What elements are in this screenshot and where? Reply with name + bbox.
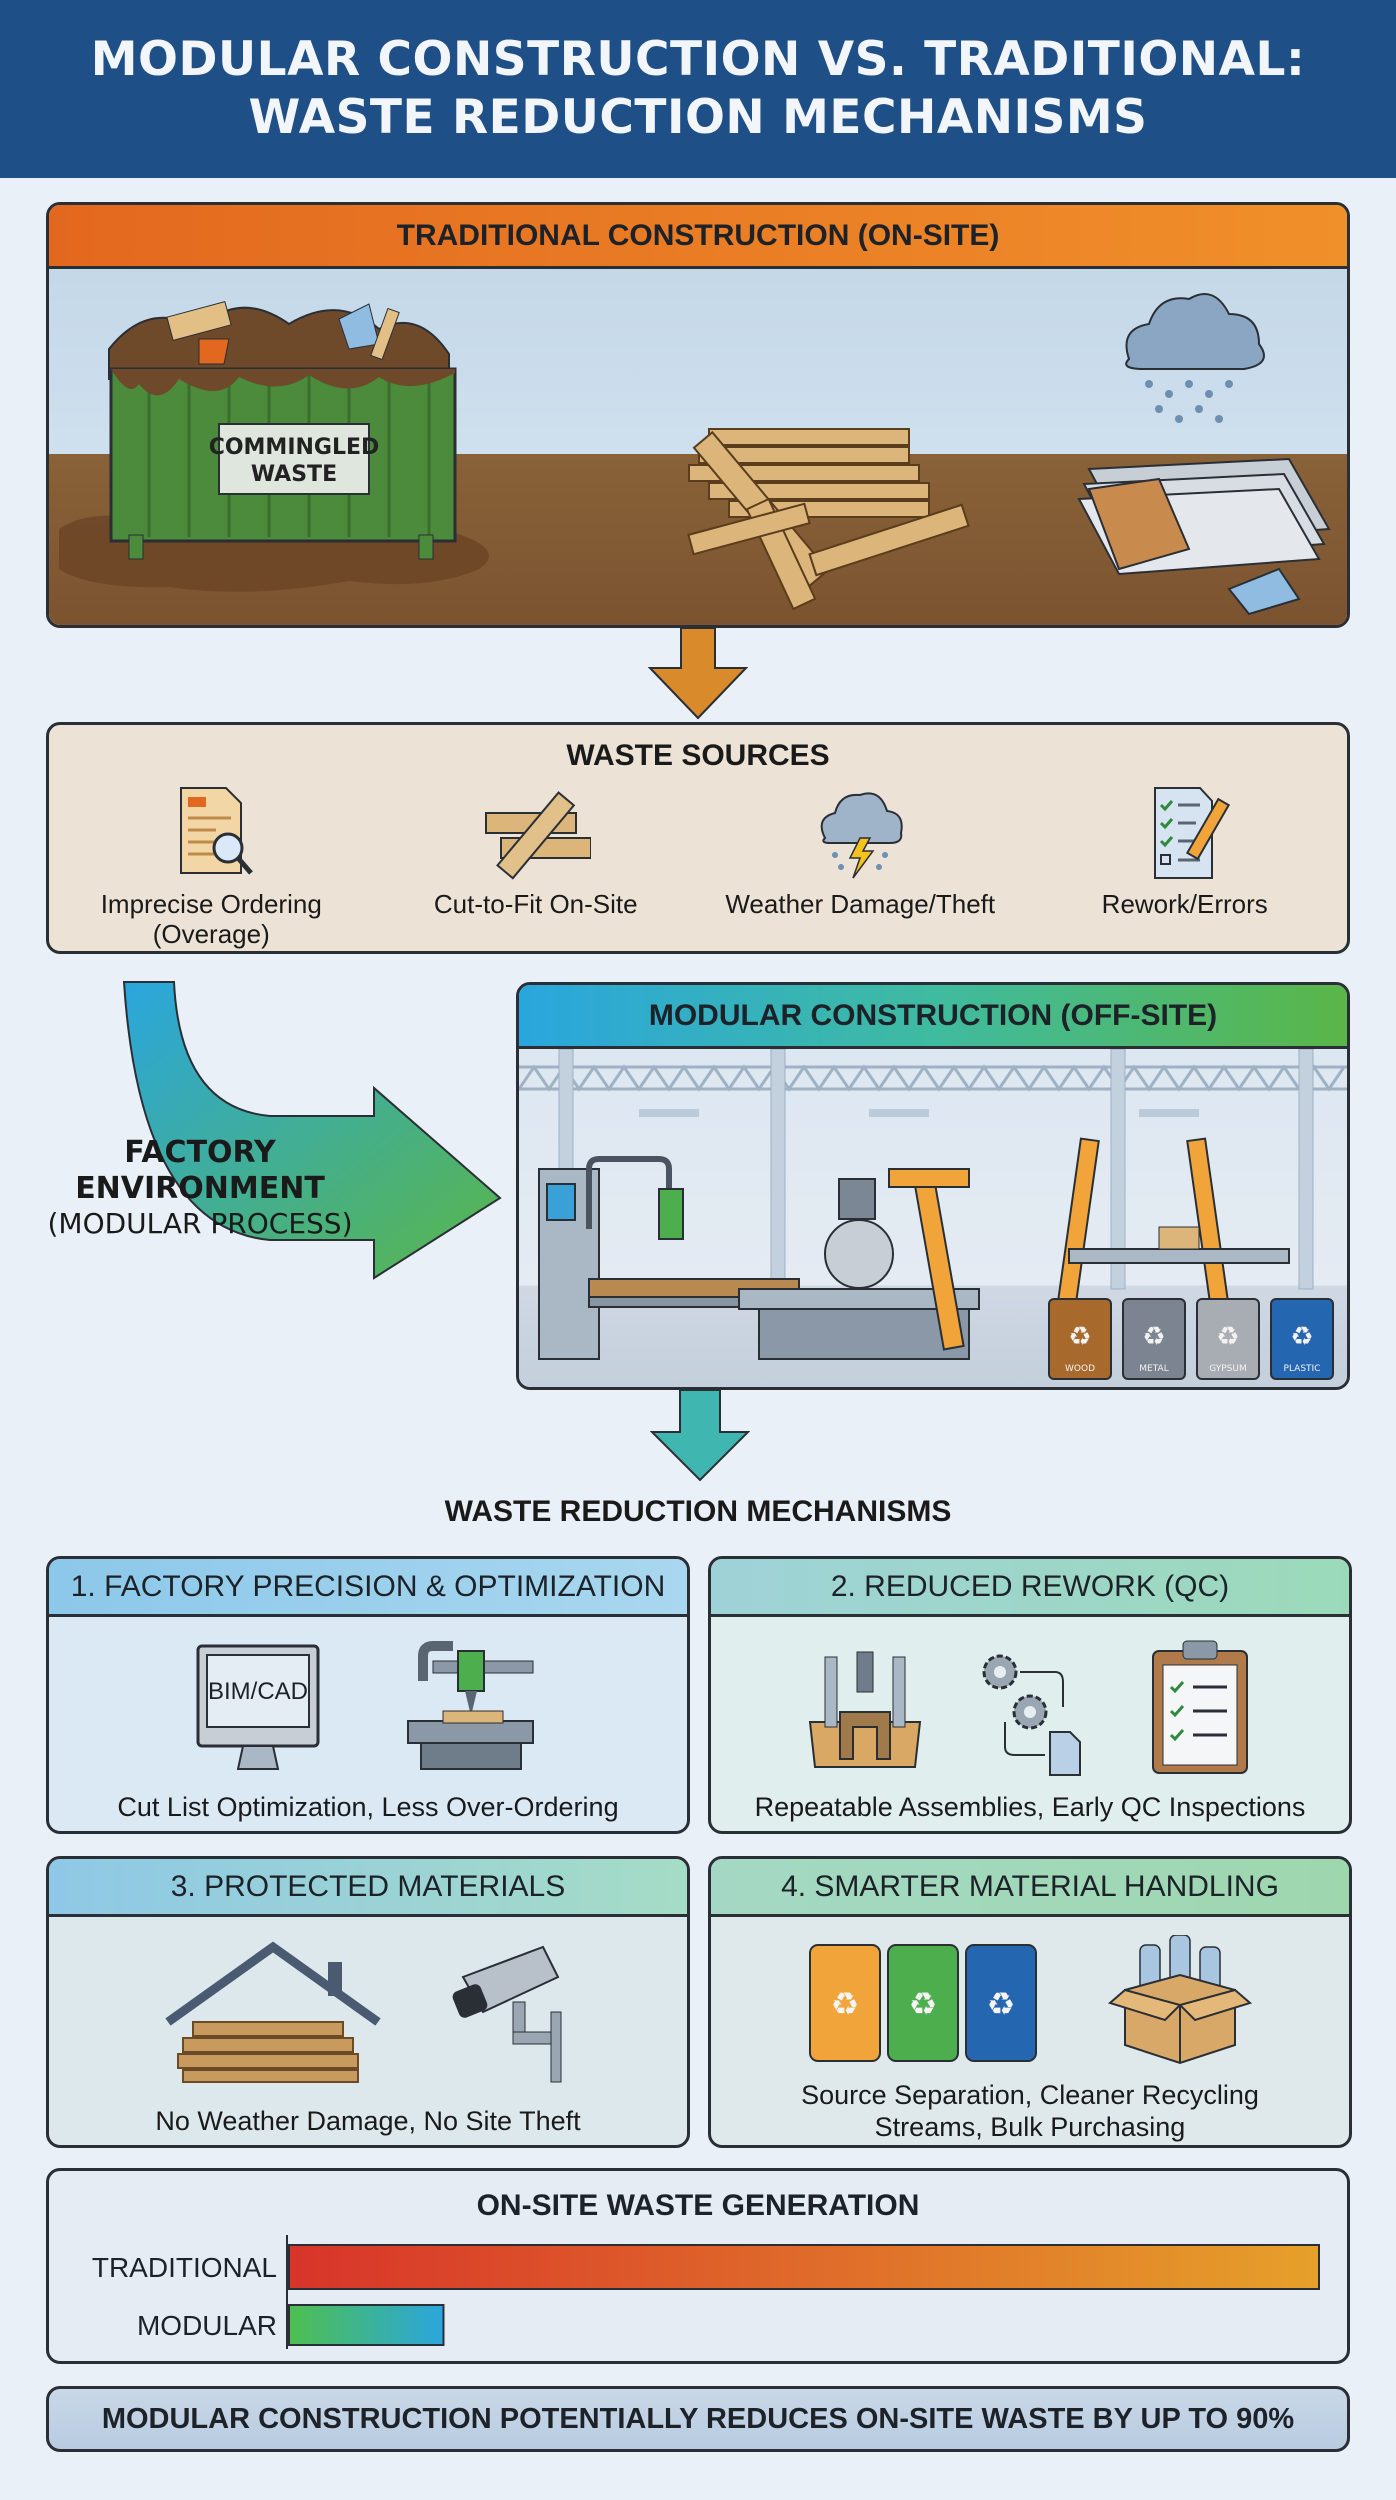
- recycling-bin-gypsum: ♻ GYPSUM: [1196, 1298, 1260, 1380]
- dumpster-icon: [108, 301, 457, 560]
- recycling-bin-plastic: ♻ PLASTIC: [1270, 1298, 1334, 1380]
- traditional-heading: TRADITIONAL CONSTRUCTION (ON-SITE): [49, 205, 1347, 269]
- chart-title: ON-SITE WASTE GENERATION: [477, 2189, 920, 2222]
- modular-heading: MODULAR CONSTRUCTION (OFF-SITE): [519, 985, 1347, 1049]
- waste-source-item: Imprecise Ordering(Overage): [71, 783, 351, 949]
- mechanism-title: 3. PROTECTED MATERIALS: [49, 1859, 687, 1917]
- svg-text:WOOD: WOOD: [1065, 1364, 1095, 1374]
- svg-text:♻: ♻: [1142, 1322, 1165, 1352]
- recycling-bin-metal: ♻ METAL: [1122, 1298, 1186, 1380]
- waste-generation-chart: ON-SITE WASTE GENERATION TRADITIONAL MODU…: [46, 2168, 1350, 2364]
- factory-illustration: ♻ WOOD ♻ METAL ♻ GYPSUM ♻ PLASTIC: [519, 1048, 1347, 1380]
- waste-source-label: Weather Damage/Theft: [725, 889, 996, 919]
- mechanism-title: 4. SMARTER MATERIAL HANDLING: [711, 1859, 1349, 1917]
- waste-source-label: Imprecise Ordering(Overage): [100, 889, 322, 949]
- mechanism-title: 1. FACTORY PRECISION & OPTIMIZATION: [49, 1559, 687, 1617]
- svg-text:METAL: METAL: [1139, 1364, 1168, 1374]
- waste-source-item: Weather Damage/Theft: [720, 783, 1000, 949]
- conveyor-belt: [1068, 1248, 1290, 1264]
- computer-monitor-icon: BIM/CAD: [196, 1644, 320, 1770]
- lumber-planks-icon: [484, 791, 591, 880]
- chart-canvas: ON-SITE WASTE GENERATION TRADITIONAL MODU…: [92, 2189, 1320, 2349]
- dumpster-sign-line-1: COMMINGLED: [209, 435, 380, 460]
- mechanism-card-material-handling: 4. SMARTER MATERIAL HANDLING ♻ ♻ ♻: [708, 1856, 1352, 2148]
- title-banner: MODULAR CONSTRUCTION VS. TRADITIONAL: WA…: [0, 0, 1396, 178]
- title-line-1: MODULAR CONSTRUCTION VS. TRADITIONAL:: [90, 32, 1306, 87]
- damaged-drywall-icon: [1077, 457, 1331, 616]
- waste-source-label: Rework/Errors: [1101, 889, 1268, 919]
- svg-text:♻: ♻: [831, 1985, 860, 2023]
- svg-text:♻: ♻: [1216, 1322, 1239, 1352]
- svg-text:♻: ♻: [909, 1985, 938, 2023]
- mechanism-title: 2. REDUCED REWORK (QC): [711, 1559, 1349, 1617]
- recycling-bins: ♻ WOOD ♻ METAL ♻ GYPSUM ♻ PLASTIC: [1048, 1298, 1334, 1380]
- waste-source-item: Cut-to-Fit On-Site: [396, 783, 676, 949]
- svg-text:♻: ♻: [1290, 1322, 1313, 1352]
- mechanism-caption: Cut List Optimization, Less Over-Orderin…: [117, 1792, 619, 1822]
- cnc-machine-icon: [538, 1156, 800, 1360]
- bulk-box-bottles-icon: [1107, 1935, 1253, 2065]
- robot-arm-icon: [888, 1137, 1230, 1351]
- waste-sources-heading: WASTE SOURCES: [566, 739, 830, 772]
- factory-environment-label: FACTORY ENVIRONMENT (MODULAR PROCESS): [47, 1135, 353, 1240]
- svg-text:♻: ♻: [987, 1985, 1016, 2023]
- category-label-modular: MODULAR: [137, 2310, 277, 2341]
- construction-site-scene: COMMINGLED WASTE: [49, 269, 1347, 625]
- ceiling-truss: [519, 1064, 1347, 1092]
- waste-source-label: Cut-to-Fit On-Site: [433, 889, 638, 919]
- order-document-magnifier-icon: [180, 787, 254, 875]
- dumpster-sign-line-2: WASTE: [251, 462, 337, 487]
- sheltered-lumber-icon: [165, 1941, 381, 2083]
- waste-source-item: Rework/Errors: [1045, 783, 1325, 949]
- mechanism-card-factory-precision: 1. FACTORY PRECISION & OPTIMIZATION BIM/…: [46, 1556, 690, 1834]
- mechanism-caption: Repeatable Assemblies, Early QC Inspecti…: [754, 1792, 1306, 1822]
- summary-banner: MODULAR CONSTRUCTION POTENTIALLY REDUCES…: [46, 2386, 1350, 2452]
- site-illustration: COMMINGLED WASTE: [59, 293, 1331, 616]
- mechanism-card-reduced-rework: 2. REDUCED REWORK (QC): [708, 1556, 1352, 1834]
- rain-cloud-icon: [1125, 293, 1265, 423]
- traditional-construction-panel: TRADITIONAL CONSTRUCTION (ON-SITE): [46, 202, 1350, 628]
- security-camera-icon: [452, 1945, 562, 2083]
- modular-construction-panel: MODULAR CONSTRUCTION (OFF-SITE): [516, 982, 1350, 1390]
- title-line-2: WASTE REDUCTION MECHANISMS: [248, 90, 1148, 145]
- storm-cloud-icon: [820, 792, 903, 879]
- assembly-jig-icon: [808, 1651, 922, 1768]
- category-label-traditional: TRADITIONAL: [92, 2252, 277, 2283]
- sorted-recycling-bins-icon: ♻ ♻ ♻: [809, 1944, 1037, 2062]
- svg-text:♻: ♻: [1068, 1322, 1091, 1352]
- svg-text:BIM/CAD: BIM/CAD: [208, 1678, 308, 1705]
- svg-text:GYPSUM: GYPSUM: [1209, 1364, 1247, 1374]
- factory-curved-arrow-icon: [122, 981, 502, 1280]
- svg-text:PLASTIC: PLASTIC: [1284, 1364, 1321, 1374]
- bar-traditional: [288, 2244, 1320, 2290]
- mechanism-card-protected-materials: 3. PROTECTED MATERIALS No Weather Damage…: [46, 1856, 690, 2148]
- down-arrow-teal-icon: [650, 1390, 750, 1482]
- mechanism-caption: No Weather Damage, No Site Theft: [155, 2106, 581, 2136]
- down-arrow-orange-icon: [648, 628, 748, 720]
- checklist-pencil-icon: [1153, 787, 1230, 879]
- factory-scene: ♻ WOOD ♻ METAL ♻ GYPSUM ♻ PLASTIC: [519, 1048, 1347, 1387]
- process-gears-icon: [982, 1654, 1081, 1776]
- recycling-bin-wood: ♻ WOOD: [1048, 1298, 1112, 1380]
- page-title: MODULAR CONSTRUCTION VS. TRADITIONAL: WA…: [91, 31, 1306, 147]
- mechanisms-heading: WASTE REDUCTION MECHANISMS: [444, 1495, 952, 1528]
- waste-sources-panel: WASTE SOURCES Imprecise Ordering(Overage…: [46, 722, 1350, 954]
- bar-modular: [288, 2304, 445, 2346]
- qc-clipboard-icon: [1152, 1640, 1248, 1774]
- cnc-cutter-icon: [407, 1641, 534, 1770]
- saw-table-icon: [738, 1178, 980, 1360]
- scrap-lumber-pile-icon: [687, 428, 970, 611]
